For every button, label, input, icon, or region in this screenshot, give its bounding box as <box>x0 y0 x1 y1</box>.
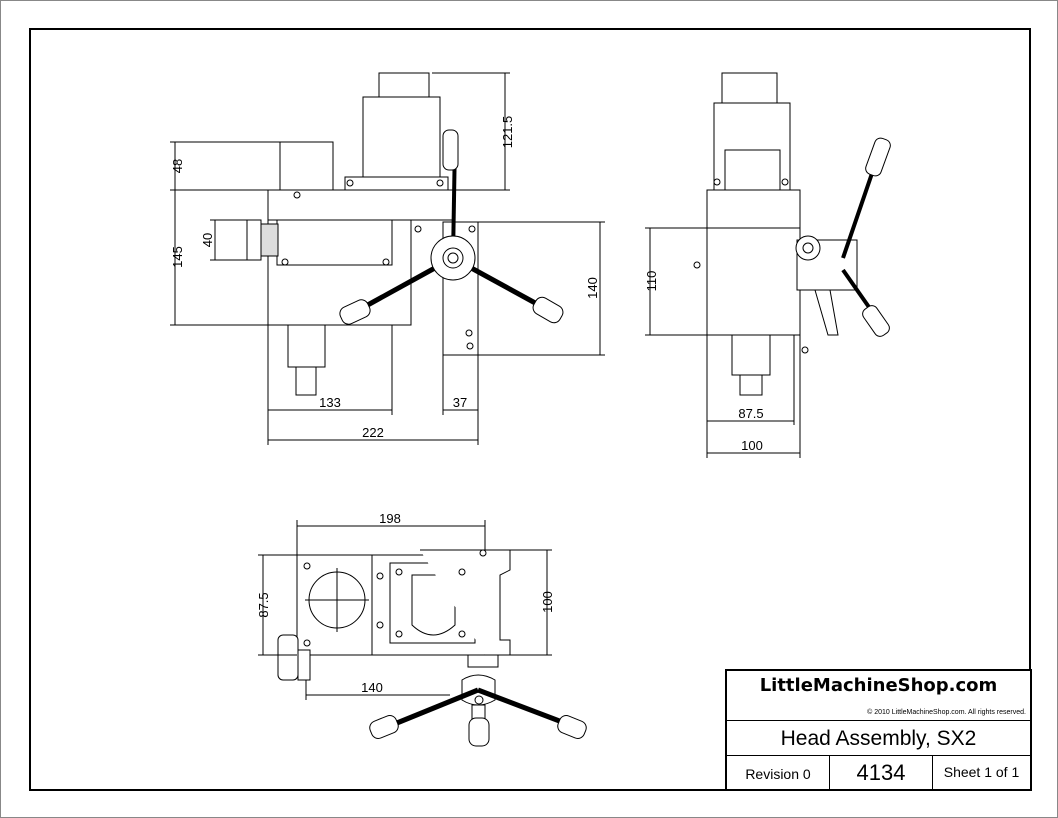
drawing-border <box>29 28 1031 791</box>
dim-37: 37 <box>453 395 467 410</box>
sheet-number: Sheet 1 of 1 <box>943 764 1020 780</box>
side-dim-100: 100 <box>741 438 763 453</box>
dim-140: 140 <box>585 277 600 299</box>
dim-121-5: 121.5 <box>500 116 515 149</box>
drawing-title: Head Assembly, SX2 <box>727 720 1030 756</box>
top-dim-198: 198 <box>379 511 401 526</box>
side-dim-87-5: 87.5 <box>738 406 763 421</box>
dim-48: 48 <box>170 159 185 173</box>
dim-133: 133 <box>319 395 341 410</box>
dim-40: 40 <box>200 233 215 247</box>
brand-name: LittleMachineShop.com <box>759 675 998 696</box>
drawing-number: 4134 <box>830 756 933 789</box>
top-dim-140: 140 <box>361 680 383 695</box>
front-view <box>170 72 605 445</box>
revision: Revision 0 <box>727 756 830 789</box>
dim-145: 145 <box>170 246 185 268</box>
dim-222: 222 <box>362 425 384 440</box>
title-block: LittleMachineShop.com © 2010 LittleMachi… <box>725 669 1032 791</box>
top-view <box>258 520 587 747</box>
top-dim-100: 100 <box>540 591 555 613</box>
side-dim-110: 110 <box>644 271 659 292</box>
top-dim-87-5: 87.5 <box>256 592 271 617</box>
side-view <box>645 72 891 458</box>
copyright-notice: © 2010 LittleMachineShop.com. All rights… <box>867 709 1026 716</box>
